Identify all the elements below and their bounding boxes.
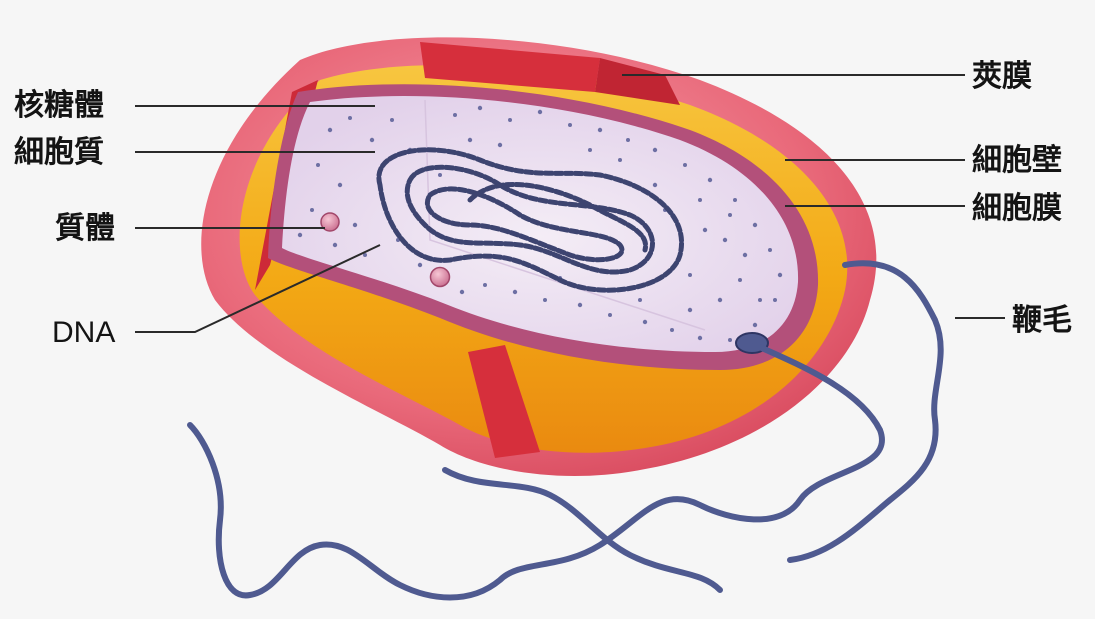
label-cell-wall: 細胞壁 [972, 143, 1062, 178]
label-plasmid: 質體 [55, 211, 115, 246]
label-flagellum: 鞭毛 [1012, 303, 1072, 338]
flagellum-bottom [445, 470, 720, 590]
label-dna: DNA [52, 316, 115, 349]
label-ribosome: 核糖體 [14, 88, 104, 123]
label-capsule: 莢膜 [972, 59, 1032, 94]
label-cell-membrane: 細胞膜 [972, 191, 1062, 226]
label-cytoplasm: 細胞質 [14, 135, 104, 170]
plasmid [431, 268, 450, 287]
